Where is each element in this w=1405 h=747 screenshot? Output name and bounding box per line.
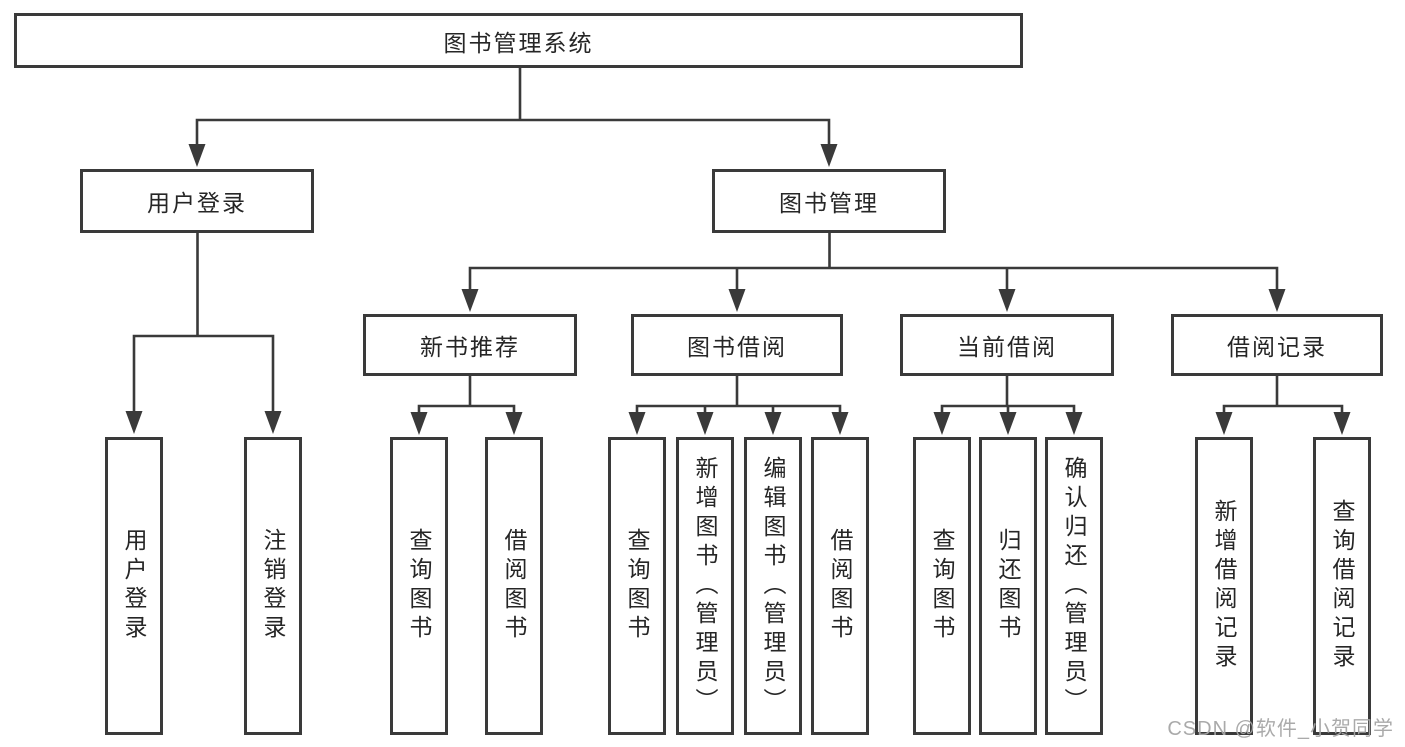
node-current-borrowing: 当前借阅	[900, 314, 1114, 376]
leaf-edit-book-admin: 编辑图书（管理员）	[744, 437, 802, 735]
leaf-return-books: 归还图书	[979, 437, 1037, 735]
node-user-login: 用户登录	[80, 169, 314, 233]
watermark-text: CSDN @软件_小贺同学	[1167, 718, 1394, 740]
leaf-add-borrow-record: 新增借阅记录	[1195, 437, 1253, 735]
leaf-borrow-books-borrow: 借阅图书	[811, 437, 869, 735]
leaf-logout-login: 注销登录	[244, 437, 302, 735]
leaf-borrow-books-recommend: 借阅图书	[485, 437, 543, 735]
leaf-query-books-recommend: 查询图书	[390, 437, 448, 735]
node-borrowing-records: 借阅记录	[1171, 314, 1383, 376]
leaf-confirm-return-admin: 确认归还（管理员）	[1045, 437, 1103, 735]
node-book-management: 图书管理	[712, 169, 946, 233]
leaf-query-books-current: 查询图书	[913, 437, 971, 735]
leaf-add-book-admin: 新增图书（管理员）	[676, 437, 734, 735]
node-library-management-system: 图书管理系统	[14, 13, 1023, 68]
leaf-query-borrow-record: 查询借阅记录	[1313, 437, 1371, 735]
node-new-book-recommendation: 新书推荐	[363, 314, 577, 376]
leaf-query-books-borrow: 查询图书	[608, 437, 666, 735]
node-book-borrowing: 图书借阅	[631, 314, 843, 376]
leaf-user-login: 用户登录	[105, 437, 163, 735]
